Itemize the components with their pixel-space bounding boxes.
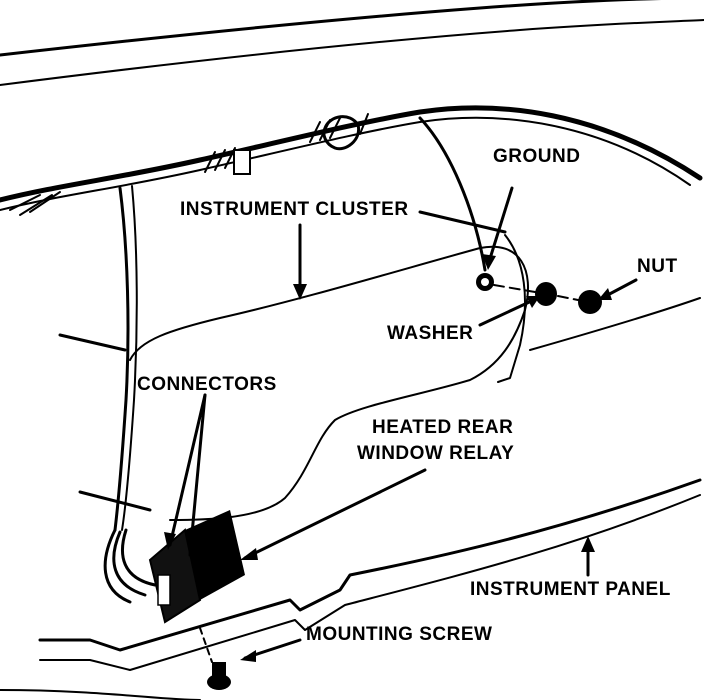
main-harness-inner — [0, 116, 691, 211]
upper-panel-edge-inner — [0, 19, 704, 86]
mounting-screw-label: MOUNTING SCREW — [306, 624, 493, 645]
washer-icon — [535, 282, 557, 306]
relay-label-line1: HEATED REAR — [372, 417, 514, 438]
ground-label: GROUND — [493, 146, 581, 167]
nut-icon — [578, 290, 602, 314]
instrument-panel-label: INSTRUMENT PANEL — [470, 579, 671, 600]
relay-label-line2: WINDOW RELAY — [357, 443, 515, 464]
harness-clip — [233, 149, 251, 175]
relay-body — [148, 510, 245, 624]
tie-strap — [322, 115, 361, 151]
lower-body-line — [529, 297, 701, 351]
cluster-lip — [497, 234, 526, 383]
branch-wire-ground — [418, 116, 487, 272]
instrument-cluster-label: INSTRUMENT CLUSTER — [180, 199, 409, 220]
nut-label: NUT — [637, 256, 678, 277]
branch-wire-left — [113, 186, 130, 532]
washer-label: WASHER — [387, 323, 474, 344]
hardware-axis — [493, 284, 579, 301]
mounting-screw-icon — [207, 662, 231, 690]
arrowheads — [164, 254, 612, 662]
cluster-outline — [129, 245, 529, 521]
screw-axis — [199, 627, 213, 663]
far-lower-line — [0, 689, 201, 700]
instrument-panel-edge-b — [39, 494, 701, 671]
main-harness — [0, 105, 703, 203]
branch-wire-left-b — [121, 185, 138, 531]
connectors-label: CONNECTORS — [137, 374, 277, 395]
upper-panel-edge — [0, 0, 663, 57]
leaders — [58, 186, 638, 660]
connector-wires — [103, 528, 157, 604]
instrument-panel-edge — [38, 478, 702, 652]
